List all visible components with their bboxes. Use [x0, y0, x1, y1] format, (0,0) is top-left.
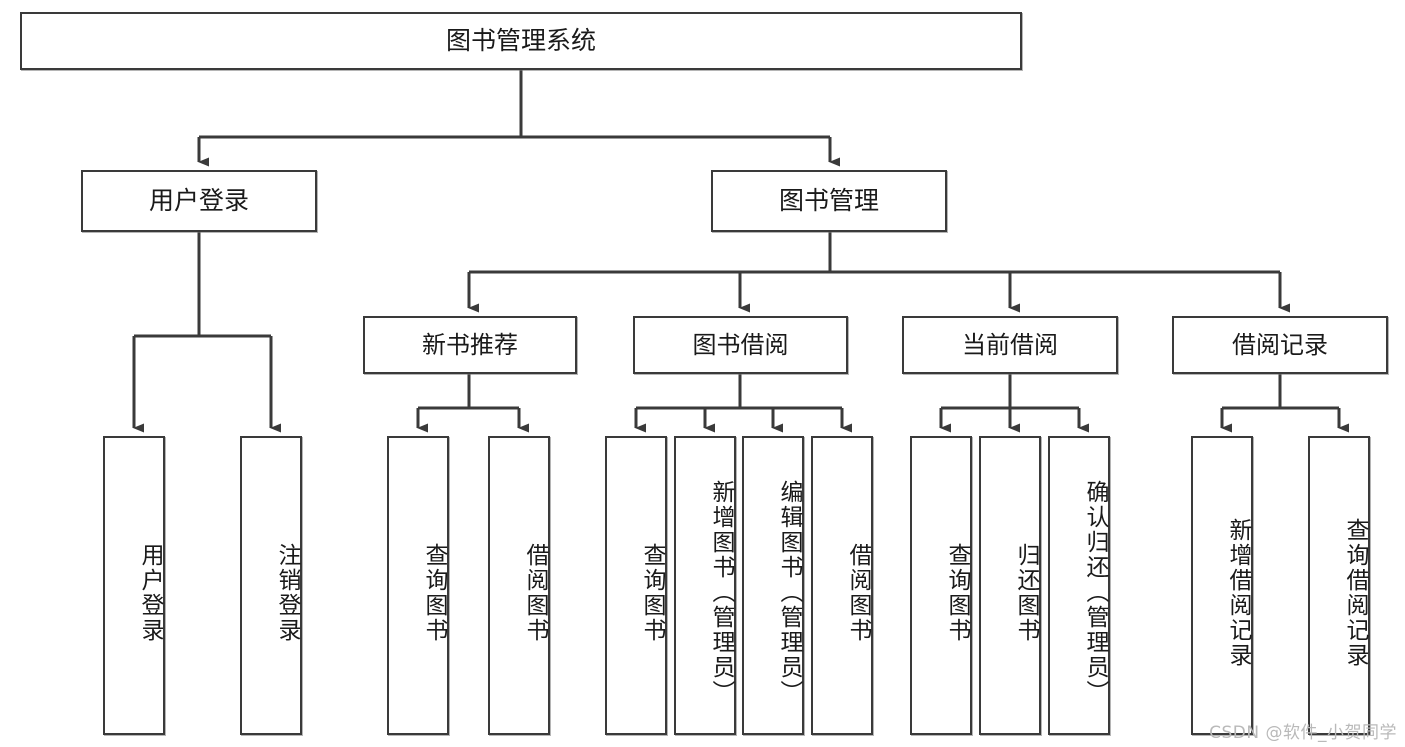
- node-book-management[interactable]: 图书管理: [711, 170, 947, 232]
- node-label: 查询图书: [421, 542, 447, 643]
- node-label: 借阅图书: [522, 542, 548, 643]
- leaf-current-borrow-confirm-admin[interactable]: 确认归还（管理员）: [1048, 436, 1110, 735]
- node-label: 当前借阅: [962, 330, 1058, 359]
- node-label: 图书管理系统: [445, 26, 596, 56]
- leaf-current-borrow-return[interactable]: 归还图书: [979, 436, 1041, 735]
- node-new-book-recommend[interactable]: 新书推荐: [363, 316, 577, 374]
- node-current-borrow[interactable]: 当前借阅: [902, 316, 1118, 374]
- node-root-system[interactable]: 图书管理系统: [20, 12, 1022, 70]
- node-label: 查询图书: [639, 542, 665, 643]
- leaf-borrow-record-query[interactable]: 查询借阅记录: [1308, 436, 1370, 735]
- leaf-user-login-signout[interactable]: 注销登录: [240, 436, 302, 735]
- node-label: 新书推荐: [422, 330, 518, 359]
- node-label: 用户登录: [148, 186, 249, 216]
- node-label: 查询图书: [944, 542, 970, 643]
- leaf-book-borrow-query[interactable]: 查询图书: [605, 436, 667, 735]
- node-label: 借阅记录: [1232, 330, 1328, 359]
- node-label: 图书管理: [778, 186, 879, 216]
- leaf-current-borrow-query[interactable]: 查询图书: [910, 436, 972, 735]
- leaf-user-login-signin[interactable]: 用户登录: [103, 436, 165, 735]
- node-book-borrow[interactable]: 图书借阅: [633, 316, 848, 374]
- node-label: 归还图书: [1013, 542, 1039, 643]
- node-borrow-record[interactable]: 借阅记录: [1172, 316, 1388, 374]
- node-label: 图书借阅: [692, 330, 789, 359]
- node-label: 用户登录: [137, 542, 163, 643]
- leaf-new-book-borrow[interactable]: 借阅图书: [488, 436, 550, 735]
- node-label: 新增借阅记录: [1225, 517, 1251, 668]
- leaf-borrow-record-add[interactable]: 新增借阅记录: [1191, 436, 1253, 735]
- node-label: 编辑图书（管理员）: [776, 480, 802, 705]
- leaf-book-borrow-borrow[interactable]: 借阅图书: [811, 436, 873, 735]
- node-label: 查询借阅记录: [1342, 517, 1368, 668]
- node-label: 注销登录: [274, 542, 300, 643]
- leaf-new-book-query[interactable]: 查询图书: [387, 436, 449, 735]
- node-label: 借阅图书: [845, 542, 871, 643]
- leaf-book-borrow-add-admin[interactable]: 新增图书（管理员）: [674, 436, 736, 735]
- leaf-book-borrow-edit-admin[interactable]: 编辑图书（管理员）: [742, 436, 804, 735]
- node-label: 新增图书（管理员）: [708, 480, 734, 705]
- node-user-login[interactable]: 用户登录: [81, 170, 317, 232]
- node-label: 确认归还（管理员）: [1082, 480, 1108, 705]
